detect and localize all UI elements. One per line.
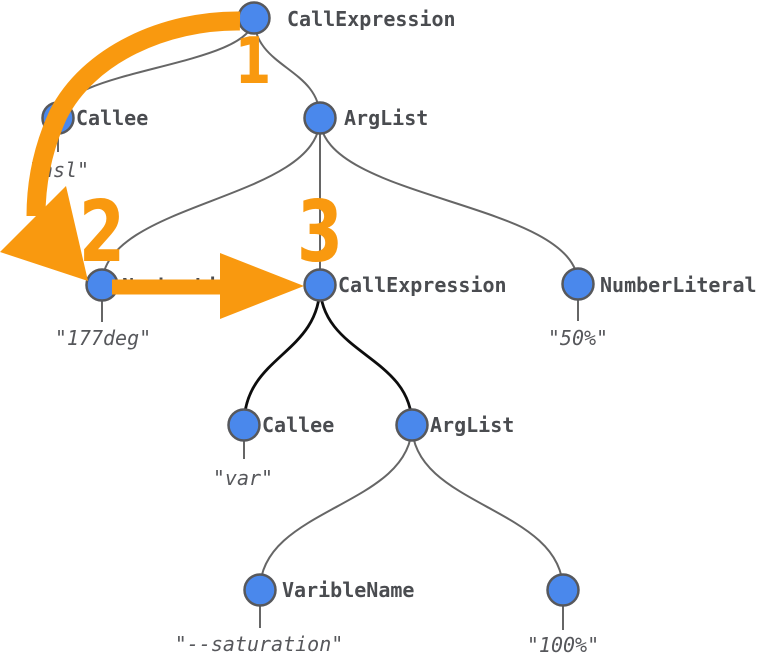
node-circle-arg-list-var <box>395 408 429 442</box>
step-3-number: 3 <box>296 183 344 282</box>
node-circle-number-literal-100 <box>546 573 580 607</box>
node-value-50: "50%" <box>547 326 609 350</box>
node-circle-callee-var <box>227 408 261 442</box>
edge-arglist-to-numberliteral-177deg <box>101 117 321 286</box>
node-circle-arg-list-hsl <box>303 101 337 135</box>
curved-arrow-head-icon <box>0 186 88 281</box>
straight-arrow-head-icon <box>220 253 304 319</box>
edge-callexpression-to-callee-var <box>242 284 322 426</box>
node-value-saturation: "--saturation" <box>174 632 344 656</box>
edge-arglist-to-numberliteral-50 <box>319 117 579 285</box>
edge-arglist-to-variblename <box>259 424 413 591</box>
node-label-arg-list-hsl: ArgList <box>344 106 429 130</box>
step-1-number: 1 <box>234 25 272 99</box>
edge-callexpression-to-arglist-var <box>318 284 414 426</box>
node-label-callee-var: Callee <box>262 413 335 437</box>
node-label-call-expression-var: CallExpression <box>338 273 507 297</box>
node-value-177deg: "177deg" <box>54 326 152 350</box>
step-2-number: 2 <box>78 183 126 282</box>
node-circle-varible-name <box>243 573 277 607</box>
node-value-100: "100%" <box>526 633 600 657</box>
edge-arglist-to-numberliteral-100 <box>411 424 564 591</box>
node-label-varible-name: VaribleName <box>282 578 415 602</box>
curved-arrow <box>26 11 241 217</box>
node-label-number-literal-50: NumberLiteral <box>600 273 757 297</box>
node-value-var: "var" <box>212 466 274 490</box>
node-label-callee-hsl: Callee <box>76 106 149 130</box>
node-label-arg-list-var: ArgList <box>430 413 515 437</box>
node-circle-number-literal-50 <box>561 267 595 301</box>
node-circle-call-expression-var <box>303 268 337 302</box>
node-label-call-expression-root: CallExpression <box>287 7 456 31</box>
